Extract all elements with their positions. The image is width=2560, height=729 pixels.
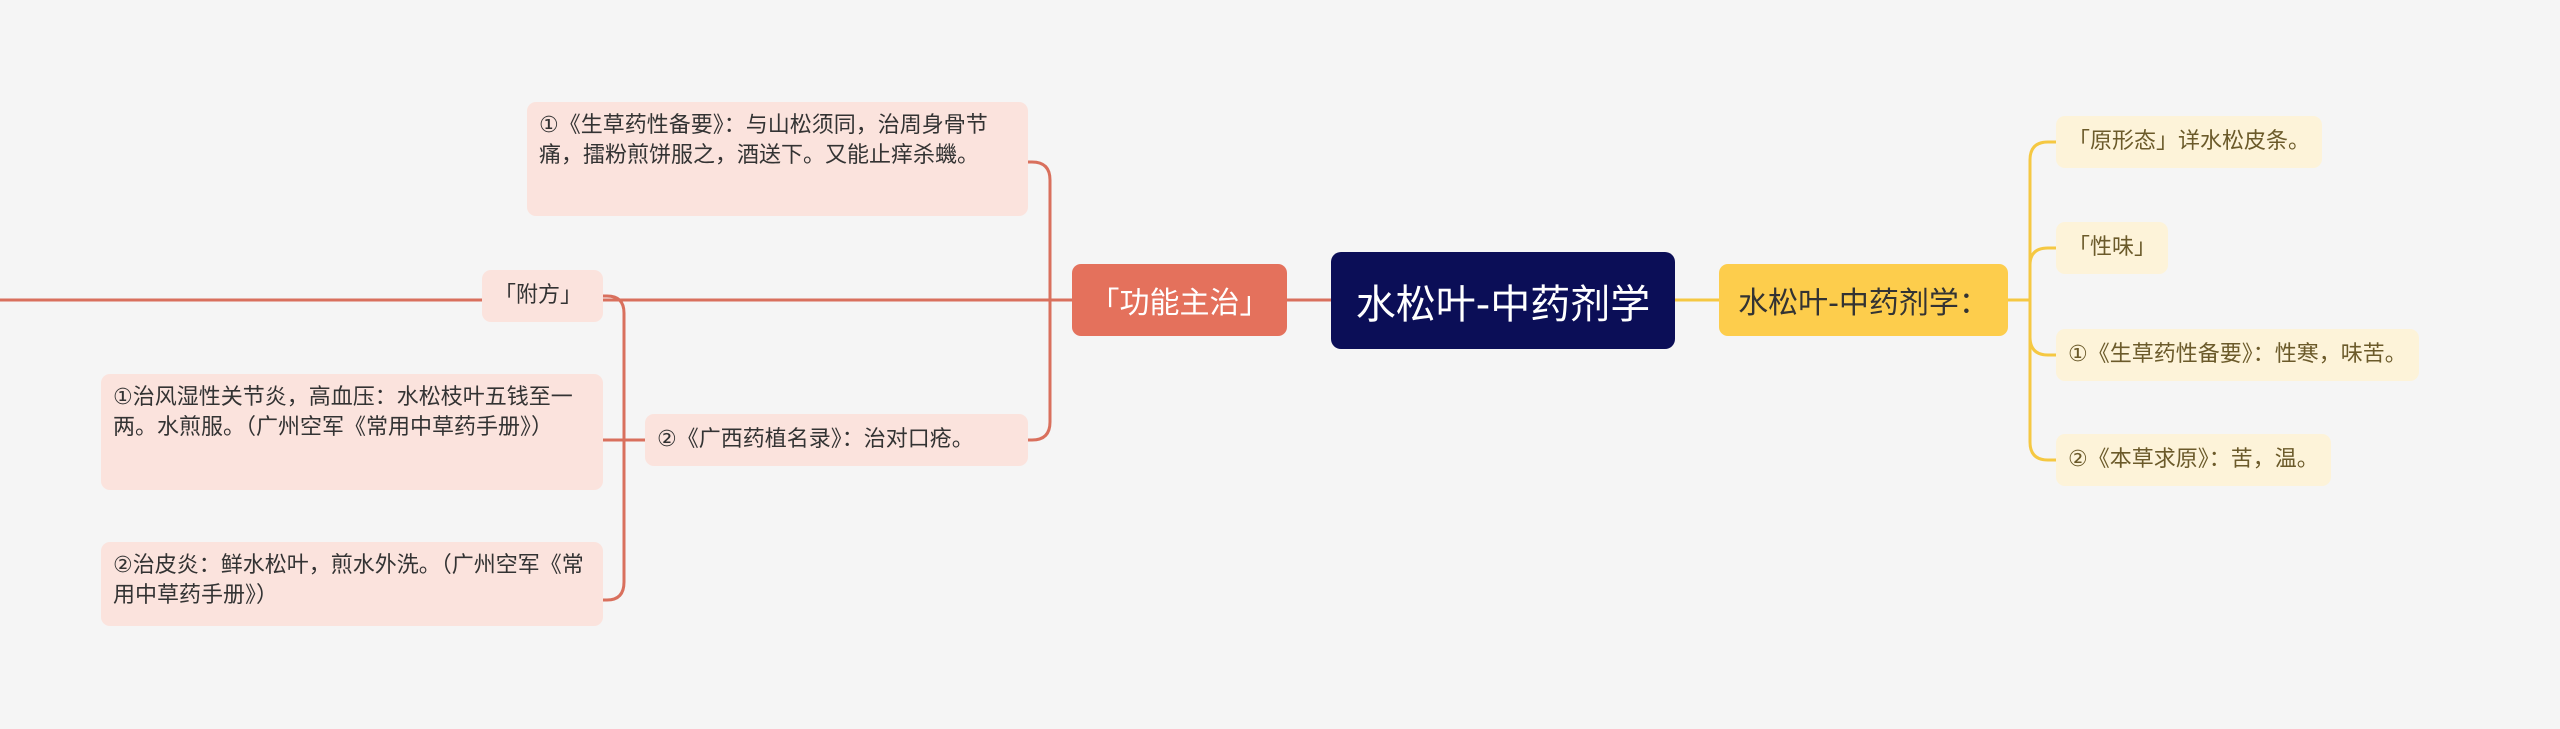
left-branch-node[interactable]: 「功能主治」 [1072,264,1287,336]
right-leaf-xingwei-text: 「性味」 [2068,235,2157,260]
center-node[interactable]: 水松叶-中药剂学 [1331,252,1675,349]
right-branch-label: 水松叶-中药剂学： [1738,286,1989,321]
left-leaf-shengcao-gongneng[interactable]: ①《生草药性备要》：与山松须同，治周身骨节痛，擂粉煎饼服之，酒送下。又能止痒杀蟣… [527,102,1028,216]
right-branch-node[interactable]: 水松叶-中药剂学： [1719,264,2008,336]
right-leaf-bencao-qiuyuan-text: ②《本草求原》：苦，温。 [2068,447,2319,472]
center-node-label: 水松叶-中药剂学 [1355,281,1651,328]
right-leaf-shengcao-xingwei-text: ①《生草药性备要》：性寒，味苦。 [2068,342,2407,367]
connector-guangxi-children [603,294,645,602]
left-leaf-fufang-text: 「附方」 [494,283,583,308]
left-leaf-piyan-text: ②治皮炎：鲜水松叶，煎水外洗。（广州空军《常用中草药手册》） [113,553,584,608]
left-leaf-guangxi[interactable]: ②《广西药植名录》：治对口疮。 [645,414,1028,466]
left-leaf-guangxi-text: ②《广西药植名录》：治对口疮。 [657,427,974,452]
left-leaf-shengcao-gongneng-text: ①《生草药性备要》：与山松须同，治周身骨节痛，擂粉煎饼服之，酒送下。又能止痒杀蟣… [539,113,988,168]
left-leaf-fengshi[interactable]: ①治风湿性关节炎，高血压：水松枝叶五钱至一两。水煎服。（广州空军《常用中草药手册… [101,374,603,490]
right-leaf-yuanxingtai[interactable]: 「原形态」详水松皮条。 [2056,116,2323,168]
left-leaf-fufang[interactable]: 「附方」 [482,270,603,322]
right-leaf-xingwei[interactable]: 「性味」 [2056,222,2169,274]
right-leaf-yuanxingtai-text: 「原形态」详水松皮条。 [2068,129,2311,154]
right-leaf-bencao-qiuyuan[interactable]: ②《本草求原》：苦，温。 [2056,434,2331,486]
connector-left-children [1028,160,1072,442]
right-leaf-shengcao-xingwei[interactable]: ①《生草药性备要》：性寒，味苦。 [2056,329,2419,381]
left-branch-label: 「功能主治」 [1089,286,1270,321]
left-leaf-fengshi-text: ①治风湿性关节炎，高血压：水松枝叶五钱至一两。水煎服。（广州空军《常用中草药手册… [113,385,573,440]
left-leaf-piyan[interactable]: ②治皮炎：鲜水松叶，煎水外洗。（广州空军《常用中草药手册》） [101,542,603,626]
